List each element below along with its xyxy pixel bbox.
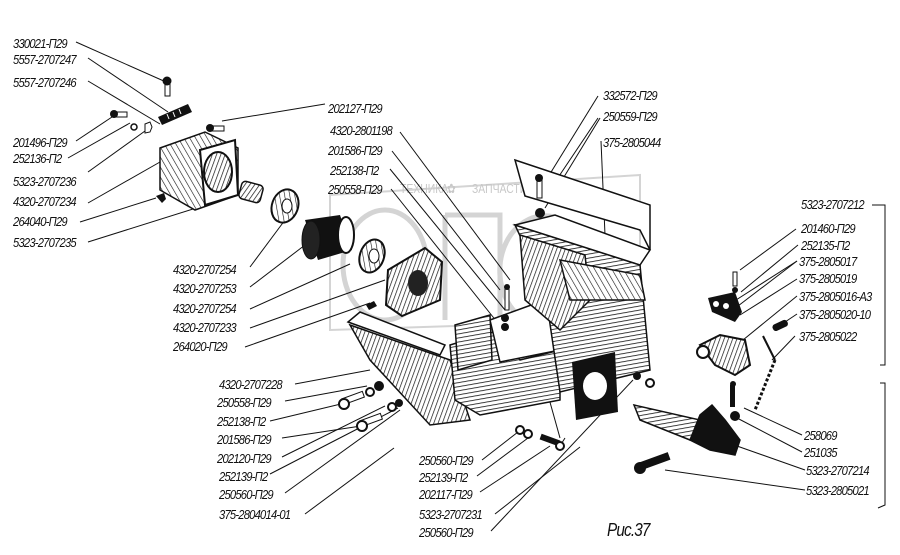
bolt-330021 bbox=[162, 76, 172, 97]
part-label: 202117-П29 bbox=[419, 487, 473, 502]
part-label: 252136-П2 bbox=[13, 151, 62, 166]
bushing-5323-2707235 bbox=[238, 180, 264, 204]
part-label: 251035 bbox=[804, 445, 837, 460]
part-label: 252139-П2 bbox=[419, 470, 468, 485]
part-label: 264020-П29 bbox=[173, 339, 228, 354]
part-label: 201496-П29 bbox=[13, 135, 68, 150]
washer-252138 bbox=[501, 314, 509, 322]
pin-258069 bbox=[730, 381, 736, 407]
part-label: 250560-П29 bbox=[419, 453, 474, 468]
cover-4320-2707233 bbox=[384, 246, 444, 318]
part-label: 375-2805022 bbox=[799, 329, 857, 344]
part-label: 4320-2707233 bbox=[173, 320, 237, 335]
part-label: 375-2805019 bbox=[799, 271, 857, 286]
part-label: 4320-2707253 bbox=[173, 281, 237, 296]
watermark-left-text: ТЕХНИКА bbox=[400, 181, 449, 196]
washer-252136 bbox=[130, 123, 138, 131]
part-label: 250559-П29 bbox=[603, 109, 658, 124]
lever-375-2805016-A3 bbox=[696, 333, 752, 377]
part-label: 250560-П29 bbox=[219, 487, 274, 502]
washer-250558 bbox=[365, 387, 375, 397]
part-label: 375-2804014-01 bbox=[219, 507, 291, 522]
part-label: 250558-П29 bbox=[217, 395, 272, 410]
chain-375-2805022 bbox=[753, 335, 777, 411]
bolt-4320-2801198 bbox=[504, 284, 510, 311]
part-label: 4320-2801198 bbox=[330, 123, 393, 138]
nut-250560 bbox=[395, 399, 403, 407]
part-label: 250558-П29 bbox=[328, 182, 383, 197]
nut-4320-2707228 bbox=[374, 381, 384, 391]
part-label: 201586-П29 bbox=[328, 143, 383, 158]
part-label: 5323-2707214 bbox=[806, 463, 870, 478]
part-label: 375-2805016-А3 bbox=[799, 289, 872, 304]
bolt-202117 bbox=[539, 433, 565, 451]
part-label: 375-2805017 bbox=[799, 254, 857, 269]
bearing-4320-2707253 bbox=[301, 215, 355, 260]
plug-264020 bbox=[366, 301, 377, 310]
part-label: 330021-П29 bbox=[13, 36, 68, 51]
part-label: 252135-П2 bbox=[801, 238, 850, 253]
part-label: 202127-П29 bbox=[328, 101, 383, 116]
plate-5557-2707247 bbox=[158, 104, 192, 125]
part-label: 5323-2805021 bbox=[806, 483, 870, 498]
part-label: 375-2805044 bbox=[603, 135, 661, 150]
part-label: 5557-2707247 bbox=[13, 52, 77, 67]
bracket-375-2805017 bbox=[708, 292, 742, 322]
part-label: 5323-2707235 bbox=[13, 235, 77, 250]
part-label: 201586-П29 bbox=[217, 432, 272, 447]
lock-plate-5323-2707236 bbox=[144, 121, 153, 134]
bolt-201586 bbox=[338, 390, 366, 410]
housing-4320-2707234 bbox=[159, 131, 240, 211]
part-label: 202120-П29 bbox=[217, 451, 272, 466]
pin-375-2805020-10 bbox=[772, 319, 788, 332]
nut-251035 bbox=[730, 411, 740, 421]
part-label: 4320-2707254 bbox=[173, 262, 237, 277]
part-label: 4320-2707234 bbox=[13, 194, 77, 209]
bolt-332572 bbox=[535, 174, 545, 218]
bolt-201496 bbox=[110, 110, 128, 118]
nut-250560-right-a bbox=[633, 372, 641, 380]
watermark-right-text: ЗАПЧАСТИ bbox=[472, 181, 528, 196]
hook-5323-2707214 bbox=[632, 403, 741, 456]
part-label: 258069 bbox=[804, 428, 837, 443]
part-label: 5323-2707236 bbox=[13, 174, 77, 189]
part-label: 201460-П29 bbox=[801, 221, 856, 236]
bolt-202127 bbox=[206, 124, 225, 132]
part-label: 252138-П2 bbox=[217, 414, 266, 429]
seal-4320-2707254-a bbox=[270, 188, 300, 224]
part-label: 375-2805020-10 bbox=[799, 307, 871, 322]
nut-250560-bottom bbox=[515, 425, 525, 435]
washer-252139-right bbox=[645, 378, 655, 388]
part-label: 250560-П29 bbox=[419, 525, 474, 540]
bolt-5323-2805021 bbox=[634, 452, 671, 474]
part-label: 5323-2707231 bbox=[419, 507, 483, 522]
washer-252139-bottom bbox=[523, 429, 533, 439]
seal-4320-2707254-b bbox=[358, 238, 386, 274]
part-label: 332572-П29 bbox=[603, 88, 658, 103]
bolt-202120 bbox=[356, 412, 384, 432]
part-label: 252139-П2 bbox=[219, 469, 268, 484]
main-bracket-frame bbox=[346, 158, 652, 426]
nut-250558 bbox=[501, 323, 509, 331]
part-group-label: 5323-2707212 bbox=[801, 197, 865, 212]
bolt-201460 bbox=[732, 271, 738, 293]
part-label: 264040-П29 bbox=[13, 214, 68, 229]
part-label: 4320-2707228 bbox=[219, 377, 283, 392]
gasket-5323-2707231 bbox=[572, 352, 618, 420]
plug-264040 bbox=[156, 193, 166, 203]
figure-caption: Рис.37 bbox=[607, 520, 650, 540]
washer-252139 bbox=[387, 402, 397, 412]
part-label: 4320-2707254 bbox=[173, 301, 237, 316]
part-label: 5557-2707246 bbox=[13, 75, 77, 90]
watermark-symbol: ✿ bbox=[447, 181, 456, 196]
part-label: 252138-П2 bbox=[330, 163, 379, 178]
